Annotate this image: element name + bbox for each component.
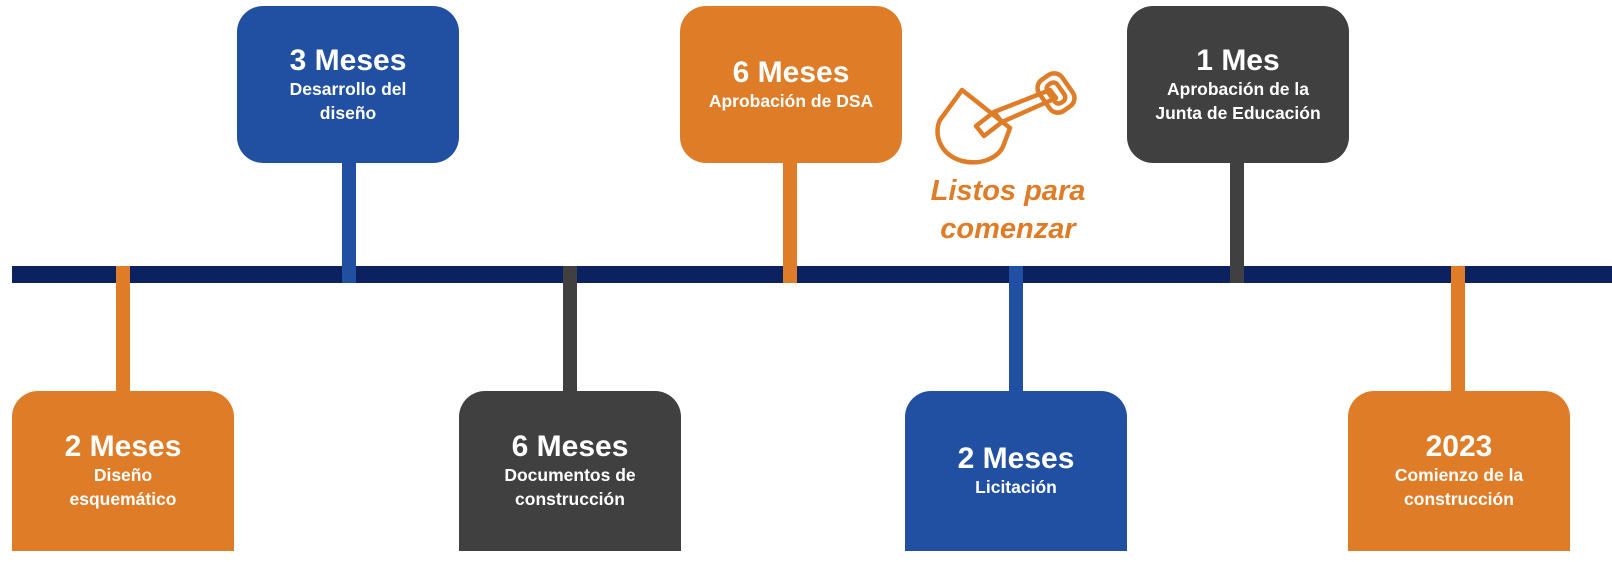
milestone-label: Diseño (93, 465, 153, 485)
milestone-label: Aprobación de la (1167, 78, 1309, 99)
connector-dsa-approval (783, 158, 797, 283)
milestone-duration: 6 Meses (732, 55, 850, 89)
milestone-design-schematic: 2 Meses Diseño esquemático (12, 391, 234, 551)
connector-bidding (1009, 266, 1023, 396)
milestone-duration: 2 Meses (957, 442, 1075, 475)
milestone-construction-documents: 6 Meses Documentos de construcción (459, 391, 681, 551)
milestone-dsa-approval: 6 Meses Aprobación de DSA (680, 6, 902, 163)
milestone-duration: 2023 (1425, 430, 1493, 463)
milestone-label: Licitación (975, 477, 1057, 497)
milestone-label: diseño (319, 102, 377, 123)
milestone-duration: 3 Meses (289, 43, 407, 77)
milestone-label: construcción (1404, 489, 1514, 509)
milestone-duration: 1 Mes (1196, 43, 1280, 77)
milestone-bidding: 2 Meses Licitación (905, 391, 1127, 551)
milestone-label: Documentos de (504, 465, 636, 485)
shovel-icon (935, 71, 1077, 165)
milestone-label: construcción (515, 489, 625, 509)
milestone-duration: 2 Meses (64, 430, 182, 463)
milestone-label: Desarrollo del (289, 78, 407, 99)
connector-construction-start (1451, 266, 1465, 396)
milestone-design-development: 3 Meses Desarrollo del diseño (237, 6, 459, 163)
milestone-label: Junta de Educación (1155, 102, 1321, 123)
milestone-label: esquemático (69, 489, 177, 509)
connector-board-approval (1230, 158, 1244, 283)
milestone-board-approval: 1 Mes Aprobación de la Junta de Educació… (1127, 6, 1349, 163)
connector-design-schematic (116, 266, 130, 396)
milestone-duration: 6 Meses (511, 430, 629, 463)
ready-line-1: Listos para (930, 175, 1086, 207)
milestone-label: Comienzo de la (1394, 465, 1524, 485)
milestone-construction-start: 2023 Comienzo de la construcción (1348, 391, 1570, 551)
timeline-bar (12, 266, 1612, 283)
milestone-label: Aprobación de DSA (708, 90, 874, 111)
ready-line-2: comenzar (940, 213, 1076, 245)
connector-design-development (342, 158, 356, 283)
ready-to-start-text: Listos para comenzar (908, 172, 1108, 248)
connector-construction-documents (563, 266, 577, 396)
